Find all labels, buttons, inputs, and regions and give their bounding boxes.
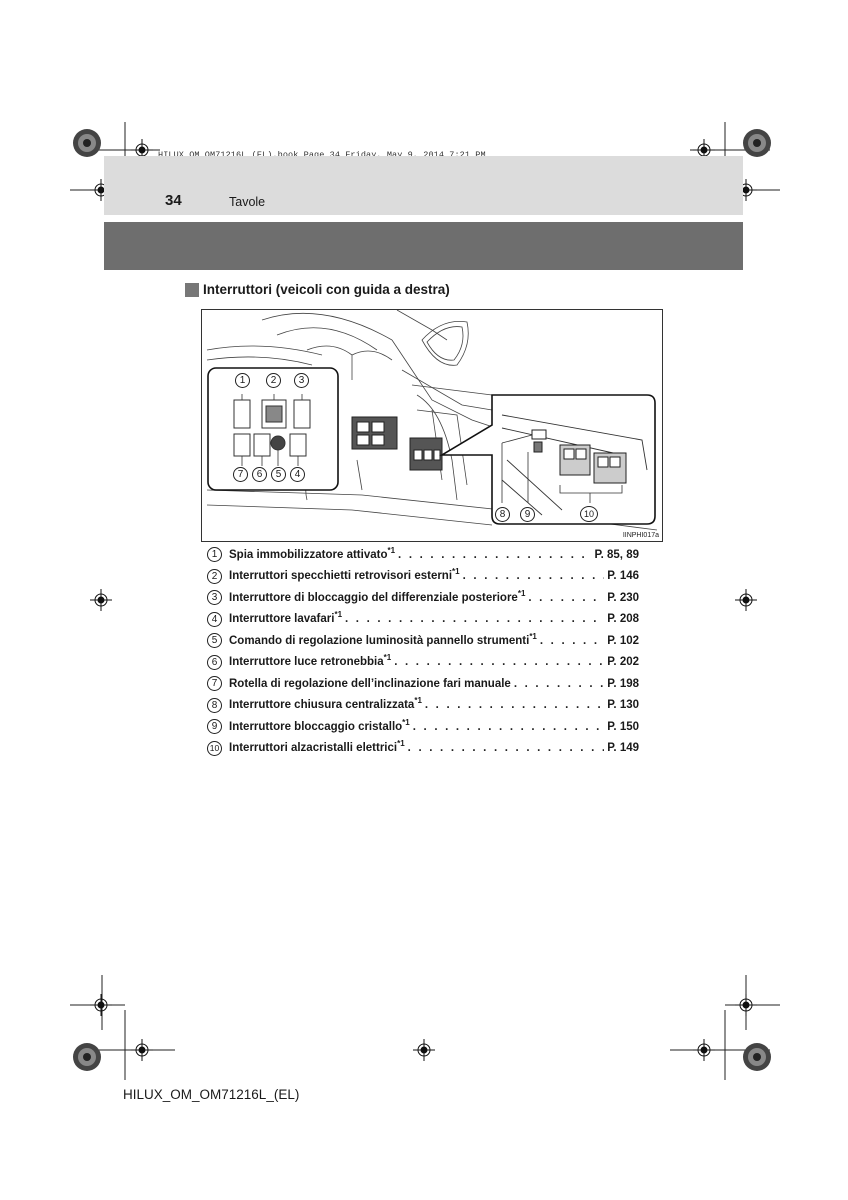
item-label: Interruttore luce retronebbia*1 (229, 653, 392, 669)
callout-number: 5 (207, 633, 222, 649)
list-item: 1 Spia immobilizzatore attivato*1 . . . … (207, 544, 639, 566)
list-item: 2 Interruttori specchietti retrovisori e… (207, 566, 639, 588)
page-reference: P. 150 (607, 720, 639, 733)
leader-dots: . . . . . . . . . . . . . . . . . . . . … (462, 570, 605, 583)
callout-number: 10 (207, 740, 222, 756)
leader-dots: . . . . . . . . . . . . . . . . . . . . … (528, 591, 604, 604)
page-number: 34 (165, 192, 182, 209)
leader-dots: . . . . . . . . . . . . . . . . . . . . … (394, 656, 605, 669)
footer-book-code: HILUX_OM_OM71216L_(EL) (123, 1087, 300, 1102)
page-reference: P. 102 (607, 634, 639, 647)
list-item: 6 Interruttore luce retronebbia*1 . . . … (207, 652, 639, 674)
item-label: Interruttori alzacristalli elettrici*1 (229, 739, 405, 755)
item-label: Spia immobilizzatore attivato*1 (229, 545, 396, 561)
figure-callout-3: 3 (294, 373, 309, 388)
callout-number: 4 (207, 611, 222, 627)
page-reference: P. 202 (607, 656, 639, 669)
item-label: Interruttore di bloccaggio del differenz… (229, 588, 526, 604)
leader-dots: . . . . . . . . . . . . . . . . . . . . … (345, 613, 604, 626)
list-item: 10 Interruttori alzacristalli elettrici*… (207, 738, 639, 760)
figure-callout-4: 4 (290, 467, 305, 482)
callout-number: 6 (207, 654, 222, 670)
figure-callout-7: 7 (233, 467, 248, 482)
callout-number: 1 (207, 547, 222, 563)
leader-dots: . . . . . . . . . . . . . . . . . . . . … (424, 699, 604, 712)
sub-heading: Interruttori (veicoli con guida a destra… (185, 282, 450, 297)
figure-callout-6: 6 (252, 467, 267, 482)
callout-number: 9 (207, 719, 222, 735)
header-dark-band (104, 222, 743, 270)
item-label: Interruttori specchietti retrovisori est… (229, 567, 460, 583)
callout-list: 1 Spia immobilizzatore attivato*1 . . . … (207, 544, 639, 759)
sub-heading-text: Interruttori (veicoli con guida a destra… (203, 282, 450, 297)
leader-dots: . . . . . . . . . . . . . . . . . . . . … (407, 742, 605, 755)
dashboard-line-drawing (206, 310, 658, 531)
item-label: Interruttore lavafari*1 (229, 610, 343, 626)
item-label: Rotella di regolazione dell’inclinazione… (229, 677, 511, 690)
list-item: 7 Rotella di regolazione dell’inclinazio… (207, 673, 639, 695)
page-reference: P. 146 (607, 570, 639, 583)
callout-number: 7 (207, 676, 222, 692)
dashboard-illustration: 1 2 3 7 6 5 4 8 9 10 IINPHI017a (201, 309, 663, 542)
page-reference: P. 230 (607, 591, 639, 604)
callout-number: 2 (207, 568, 222, 584)
leader-dots: . . . . . . . . . . . . . . . . . . . . … (398, 548, 591, 561)
page-reference: P. 149 (607, 742, 639, 755)
page-reference: P. 198 (607, 677, 639, 690)
header-band (104, 156, 743, 215)
page-reference: P. 130 (607, 699, 639, 712)
page-reference: P. 85, 89 (594, 548, 639, 561)
list-item: 5 Comando di regolazione luminosità pann… (207, 630, 639, 652)
list-item: 4 Interruttore lavafari*1 . . . . . . . … (207, 609, 639, 631)
figure-callout-2: 2 (266, 373, 281, 388)
section-title: Tavole (229, 195, 266, 209)
list-item: 8 Interruttore chiusura centralizzata*1 … (207, 695, 639, 717)
print-info: HILUX_OM_OM71216L_(EL).book Page 34 Frid… (158, 150, 486, 160)
leader-dots: . . . . . . . . . . . . . . . . . . . . … (412, 720, 605, 733)
figure-callout-1: 1 (235, 373, 250, 388)
figure-callout-5: 5 (271, 467, 286, 482)
figure-callout-8: 8 (495, 507, 510, 522)
page-reference: P. 208 (607, 613, 639, 626)
list-item: 3 Interruttore di bloccaggio del differe… (207, 587, 639, 609)
heading-square-icon (185, 282, 199, 297)
leader-dots: . . . . . . . . . . . . . . . . . . . . … (539, 634, 604, 647)
figure-callout-9: 9 (520, 507, 535, 522)
figure-callout-10: 10 (580, 506, 598, 522)
callout-number: 8 (207, 697, 222, 713)
item-label: Comando di regolazione luminosità pannel… (229, 631, 537, 647)
figure-code: IINPHI017a (622, 532, 659, 539)
list-item: 9 Interruttore bloccaggio cristallo*1 . … (207, 716, 639, 738)
item-label: Interruttore bloccaggio cristallo*1 (229, 717, 410, 733)
callout-number: 3 (207, 590, 222, 606)
item-label: Interruttore chiusura centralizzata*1 (229, 696, 422, 712)
leader-dots: . . . . . . . . . . . . . . . . . . . . … (513, 677, 604, 690)
